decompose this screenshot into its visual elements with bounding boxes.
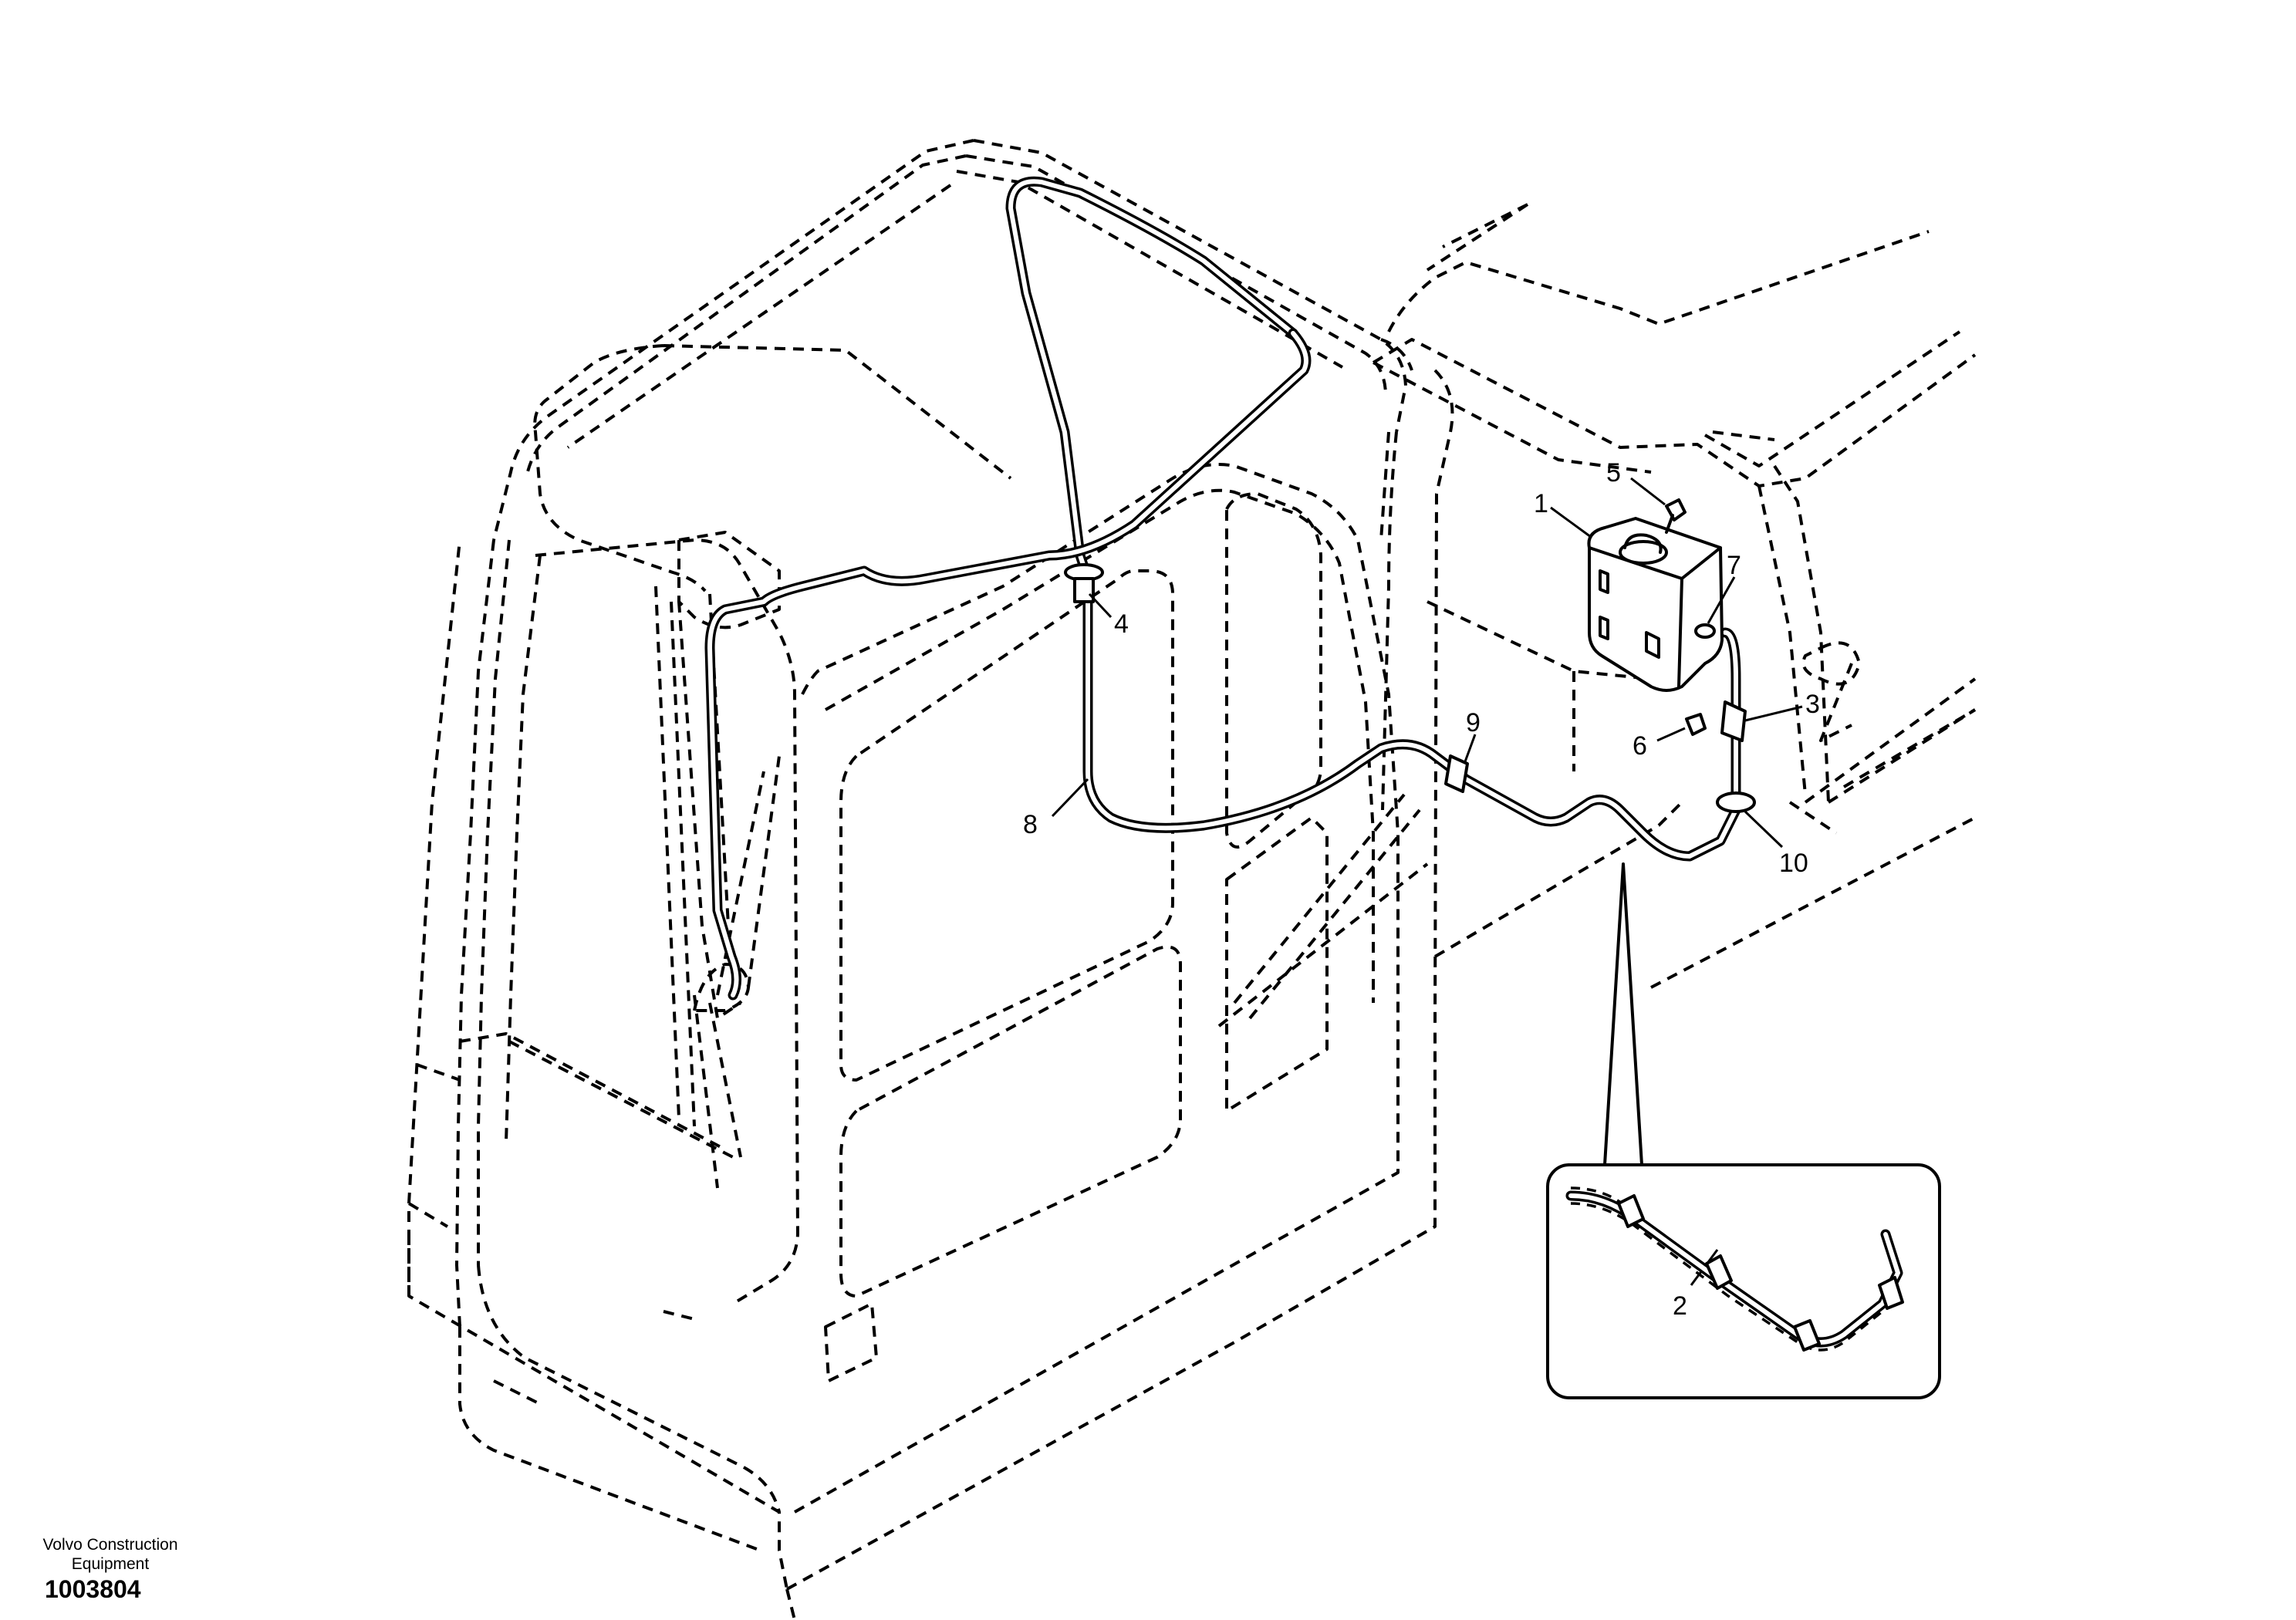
clip-3: [1720, 700, 1747, 742]
callout-8: 8: [1023, 810, 1038, 839]
wiper-arm: [654, 531, 781, 1189]
drawing-number: 1003804: [45, 1575, 141, 1603]
grommet-10: [1716, 791, 1756, 813]
callout-5: 5: [1606, 458, 1621, 488]
callout-9: 9: [1466, 708, 1481, 737]
nozzle-7: [1694, 623, 1716, 639]
machine-body-outline: [1372, 203, 1977, 989]
callout-6: 6: [1633, 731, 1647, 761]
grommet-4: [1064, 563, 1104, 603]
callout-2: 2: [1673, 1291, 1687, 1321]
clamp-9: [1444, 754, 1469, 793]
callout-7: 7: [1727, 551, 1741, 580]
detail-inset: [1546, 862, 1941, 1399]
company-line-1: Volvo Construction: [42, 1536, 178, 1554]
washer-tank: [1587, 517, 1724, 692]
callout-1: 1: [1534, 489, 1548, 518]
leader-lines: [1051, 477, 1803, 1286]
washer-hose: [704, 176, 1741, 1001]
bolt-5: [1665, 498, 1687, 534]
callout-4: 4: [1114, 609, 1129, 639]
callout-10: 10: [1779, 849, 1808, 878]
nut-6: [1685, 713, 1707, 736]
callout-labels: 1 2 3 4 5 6 7 8 9 10: [1023, 458, 1820, 1321]
company-line-2: Equipment: [71, 1555, 150, 1573]
callout-3: 3: [1805, 690, 1820, 719]
company-name: Volvo Construction Equipment: [22, 1535, 199, 1574]
cab-outline: [407, 139, 1454, 1620]
